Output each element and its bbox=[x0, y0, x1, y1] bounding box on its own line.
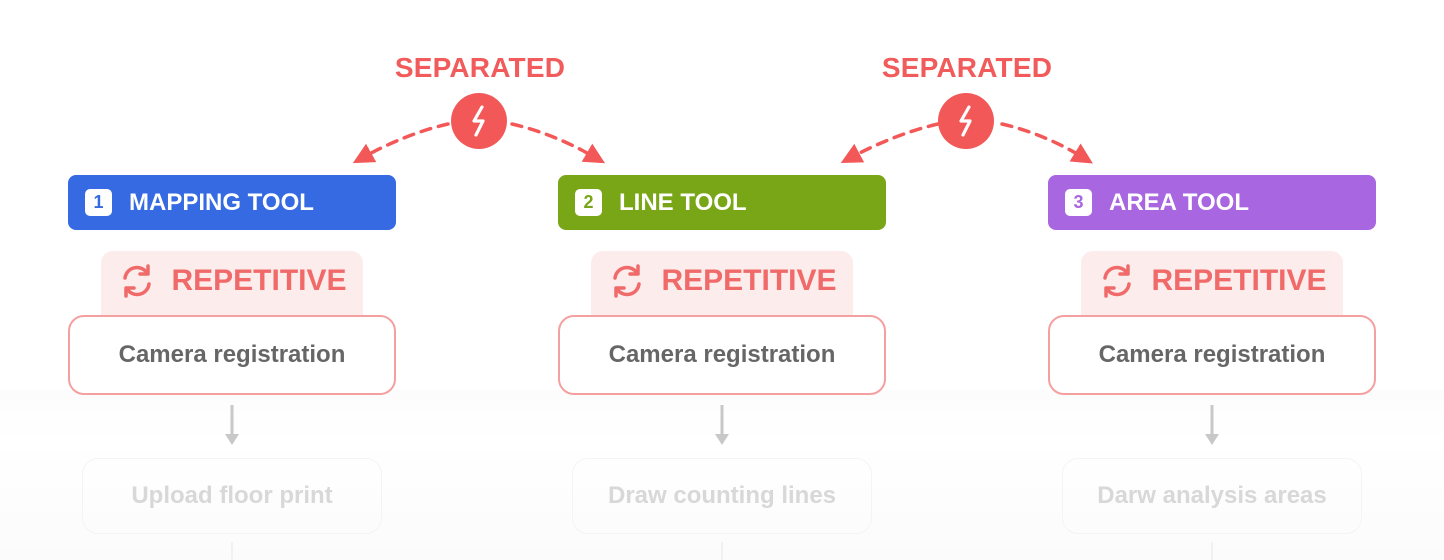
repetitive-label: REPETITIVE bbox=[171, 264, 347, 297]
tool-number-badge: 2 bbox=[575, 189, 602, 216]
tool-header-mapping: 1 MAPPING TOOL bbox=[68, 175, 396, 230]
tool-name: AREA TOOL bbox=[1109, 188, 1250, 216]
connector-line bbox=[1211, 542, 1213, 560]
tool-number-badge: 1 bbox=[85, 189, 112, 216]
arrow-left-1 bbox=[352, 122, 450, 164]
tool-header-line: 2 LINE TOOL bbox=[558, 175, 886, 230]
arrow-down-icon bbox=[1205, 405, 1219, 445]
repetitive-label: REPETITIVE bbox=[1151, 264, 1327, 297]
tool-name: MAPPING TOOL bbox=[129, 188, 314, 216]
arrow-right-2 bbox=[1000, 122, 1093, 164]
lightning-icon bbox=[959, 105, 972, 137]
lightning-icon bbox=[472, 105, 485, 137]
separated-label: SEPARATED bbox=[881, 52, 1053, 83]
refresh-icon bbox=[613, 264, 642, 298]
arrow-down-icon bbox=[715, 405, 729, 445]
connector-line bbox=[721, 542, 723, 560]
arrow-left-2 bbox=[840, 122, 940, 163]
tool-number-badge: 3 bbox=[1065, 189, 1092, 216]
arrow-right-1 bbox=[510, 122, 606, 164]
step-draw-analysis-areas: Darw analysis areas bbox=[1062, 458, 1362, 534]
separator-badge bbox=[451, 93, 507, 149]
repetitive-badge: REPETITIVE bbox=[101, 251, 363, 315]
tool-header-area: 3 AREA TOOL bbox=[1048, 175, 1376, 230]
separated-label: SEPARATED bbox=[394, 52, 566, 83]
step-upload-floor-print: Upload floor print bbox=[82, 458, 382, 534]
repetitive-badge: REPETITIVE bbox=[1081, 251, 1343, 315]
repetitive-badge: REPETITIVE bbox=[591, 251, 853, 315]
refresh-icon bbox=[123, 264, 152, 298]
refresh-icon bbox=[1103, 264, 1132, 298]
step-camera-registration: Camera registration bbox=[68, 315, 396, 395]
separator-badge bbox=[938, 93, 994, 149]
step-draw-counting-lines: Draw counting lines bbox=[572, 458, 872, 534]
arrow-down-icon bbox=[225, 405, 239, 445]
repetitive-label: REPETITIVE bbox=[661, 264, 837, 297]
step-camera-registration: Camera registration bbox=[1048, 315, 1376, 395]
tool-name: LINE TOOL bbox=[619, 188, 747, 216]
connector-line bbox=[231, 542, 233, 560]
step-camera-registration: Camera registration bbox=[558, 315, 886, 395]
